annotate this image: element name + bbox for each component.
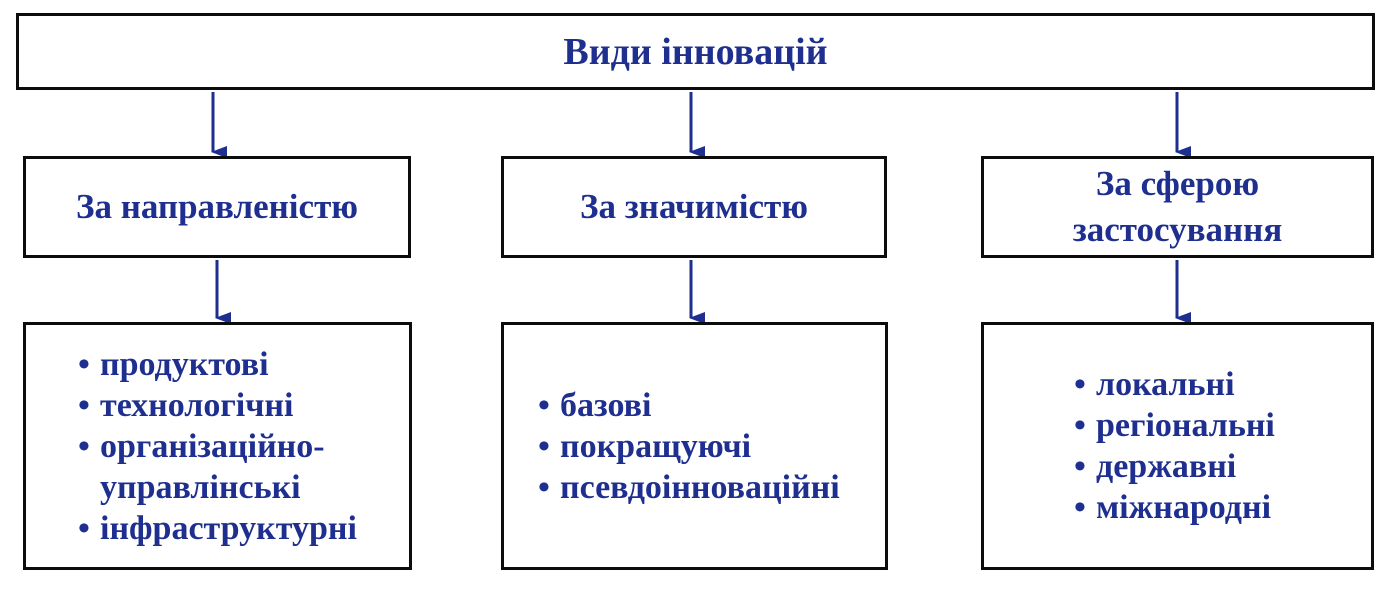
list-node-direction: •продуктові •технологічні •організаційно… bbox=[23, 322, 412, 570]
list-item: •регіональні bbox=[1074, 407, 1275, 444]
item-list: •локальні •регіональні •державні •міжнар… bbox=[1074, 364, 1275, 528]
category-node-significance: За значимістю bbox=[501, 156, 887, 258]
list-item: •інфраструктурні bbox=[78, 509, 357, 547]
list-item: •покращуючі bbox=[538, 427, 752, 465]
bullet-icon: • bbox=[1074, 448, 1086, 485]
list-node-scope: •локальні •регіональні •державні •міжнар… bbox=[981, 322, 1374, 570]
bullet-icon: • bbox=[78, 345, 90, 383]
bullet-icon: • bbox=[1074, 407, 1086, 444]
list-item: •технологічні bbox=[78, 386, 294, 424]
category-label: За сферою застосування bbox=[1072, 164, 1283, 249]
item-list: •базові •покращуючі •псевдоінноваційні bbox=[538, 385, 840, 508]
list-item: •продуктові bbox=[78, 345, 269, 383]
list-item: •організаційно- управлінські bbox=[78, 427, 325, 506]
bullet-icon: • bbox=[78, 427, 90, 465]
category-node-scope: За сферою застосування bbox=[981, 156, 1374, 258]
list-item: •державні bbox=[1074, 448, 1237, 485]
root-node: Види інновацій bbox=[16, 13, 1375, 90]
category-label: За значимістю bbox=[580, 187, 808, 226]
bullet-icon: • bbox=[1074, 489, 1086, 526]
bullet-icon: • bbox=[1074, 366, 1086, 403]
category-node-direction: За направленістю bbox=[23, 156, 411, 258]
bullet-icon: • bbox=[538, 427, 550, 465]
list-item: •локальні bbox=[1074, 366, 1235, 403]
list-item: •псевдоінноваційні bbox=[538, 468, 840, 506]
item-list: •продуктові •технологічні •організаційно… bbox=[78, 344, 357, 549]
category-label: За направленістю bbox=[75, 187, 359, 226]
root-node-label: Види інновацій bbox=[563, 30, 828, 73]
list-item: •міжнародні bbox=[1074, 489, 1272, 526]
bullet-icon: • bbox=[538, 386, 550, 424]
list-node-significance: •базові •покращуючі •псевдоінноваційні bbox=[501, 322, 888, 570]
list-item: •базові bbox=[538, 386, 652, 424]
bullet-icon: • bbox=[538, 468, 550, 506]
bullet-icon: • bbox=[78, 386, 90, 424]
bullet-icon: • bbox=[78, 509, 90, 547]
